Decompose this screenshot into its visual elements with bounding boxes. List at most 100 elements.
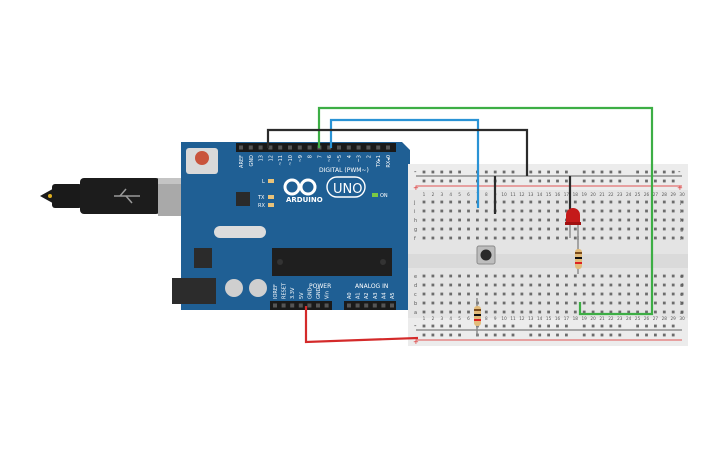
breadboard-hole[interactable]: [529, 236, 533, 240]
breadboard-hole[interactable]: [431, 227, 435, 231]
breadboard-hole[interactable]: [654, 200, 657, 204]
breadboard-hole[interactable]: [591, 274, 595, 278]
rail-hole[interactable]: [440, 333, 444, 337]
breadboard-hole[interactable]: [422, 283, 426, 287]
breadboard-hole[interactable]: [440, 310, 444, 314]
rail-hole[interactable]: [484, 179, 488, 183]
breadboard-hole[interactable]: [636, 310, 639, 314]
breadboard-hole[interactable]: [431, 292, 435, 296]
breadboard-hole[interactable]: [573, 236, 577, 240]
breadboard-hole[interactable]: [476, 218, 479, 222]
breadboard-hole[interactable]: [627, 218, 631, 222]
header-pin[interactable]: [346, 145, 351, 150]
rail-hole[interactable]: [582, 324, 586, 328]
breadboard-hole[interactable]: [671, 200, 675, 204]
breadboard-hole[interactable]: [556, 218, 559, 222]
breadboard-hole[interactable]: [662, 301, 666, 305]
breadboard-hole[interactable]: [458, 236, 461, 240]
header-pin[interactable]: [298, 303, 303, 308]
breadboard-hole[interactable]: [582, 209, 586, 213]
breadboard-hole[interactable]: [484, 200, 488, 204]
rail-hole[interactable]: [591, 179, 595, 183]
breadboard-hole[interactable]: [520, 209, 524, 213]
breadboard-hole[interactable]: [556, 283, 559, 287]
breadboard-hole[interactable]: [467, 200, 470, 204]
breadboard-hole[interactable]: [502, 274, 506, 278]
header-pin[interactable]: [327, 145, 332, 150]
breadboard-hole[interactable]: [636, 218, 639, 222]
rail-hole[interactable]: [547, 324, 550, 328]
breadboard-hole[interactable]: [671, 292, 675, 296]
breadboard-hole[interactable]: [502, 310, 506, 314]
breadboard-hole[interactable]: [654, 292, 657, 296]
header-pin[interactable]: [248, 145, 253, 150]
header-pin[interactable]: [355, 303, 360, 308]
breadboard-hole[interactable]: [449, 236, 453, 240]
rail-hole[interactable]: [422, 179, 426, 183]
breadboard-hole[interactable]: [591, 301, 595, 305]
breadboard-hole[interactable]: [458, 283, 461, 287]
rail-hole[interactable]: [484, 170, 488, 174]
rail-hole[interactable]: [600, 333, 604, 337]
breadboard-hole[interactable]: [654, 310, 657, 314]
breadboard-hole[interactable]: [662, 200, 666, 204]
breadboard-hole[interactable]: [538, 200, 542, 204]
rail-hole[interactable]: [458, 179, 461, 183]
breadboard-hole[interactable]: [529, 227, 533, 231]
breadboard-hole[interactable]: [422, 209, 426, 213]
breadboard-hole[interactable]: [627, 227, 631, 231]
breadboard-hole[interactable]: [529, 283, 533, 287]
rail-hole[interactable]: [618, 170, 622, 174]
breadboard-hole[interactable]: [484, 218, 488, 222]
rail-hole[interactable]: [662, 170, 666, 174]
rail-hole[interactable]: [662, 324, 666, 328]
breadboard-hole[interactable]: [573, 310, 577, 314]
breadboard-hole[interactable]: [582, 292, 586, 296]
rail-hole[interactable]: [529, 170, 533, 174]
breadboard-hole[interactable]: [502, 218, 506, 222]
rail-hole[interactable]: [493, 333, 497, 337]
breadboard-hole[interactable]: [582, 200, 586, 204]
breadboard-hole[interactable]: [467, 292, 470, 296]
breadboard-hole[interactable]: [662, 310, 666, 314]
rail-hole[interactable]: [671, 170, 675, 174]
breadboard-hole[interactable]: [662, 283, 666, 287]
header-pin[interactable]: [366, 145, 371, 150]
breadboard-hole[interactable]: [565, 283, 568, 287]
rail-hole[interactable]: [609, 333, 613, 337]
rail-hole[interactable]: [671, 179, 675, 183]
pushbutton[interactable]: [476, 245, 496, 265]
breadboard-hole[interactable]: [609, 227, 613, 231]
breadboard-hole[interactable]: [591, 218, 595, 222]
breadboard-hole[interactable]: [565, 236, 568, 240]
breadboard-hole[interactable]: [529, 200, 533, 204]
rail-hole[interactable]: [618, 179, 622, 183]
rail-hole[interactable]: [662, 333, 666, 337]
rail-hole[interactable]: [449, 179, 453, 183]
breadboard-hole[interactable]: [600, 310, 604, 314]
rail-hole[interactable]: [440, 324, 444, 328]
breadboard-hole[interactable]: [636, 283, 639, 287]
rail-hole[interactable]: [565, 170, 568, 174]
breadboard-hole[interactable]: [556, 227, 559, 231]
resistor-led[interactable]: [575, 236, 582, 274]
breadboard-hole[interactable]: [440, 283, 444, 287]
breadboard-hole[interactable]: [538, 218, 542, 222]
header-pin[interactable]: [281, 303, 286, 308]
breadboard-hole[interactable]: [636, 301, 639, 305]
breadboard-hole[interactable]: [645, 274, 648, 278]
header-pin[interactable]: [297, 145, 302, 150]
breadboard-hole[interactable]: [440, 292, 444, 296]
breadboard-hole[interactable]: [618, 292, 622, 296]
breadboard-hole[interactable]: [458, 218, 461, 222]
breadboard-hole[interactable]: [547, 236, 550, 240]
breadboard-hole[interactable]: [538, 301, 542, 305]
breadboard-hole[interactable]: [671, 310, 675, 314]
breadboard-hole[interactable]: [565, 310, 568, 314]
breadboard-hole[interactable]: [493, 274, 497, 278]
header-pin[interactable]: [278, 145, 283, 150]
wire-black[interactable]: [266, 128, 529, 176]
rail-hole[interactable]: [556, 179, 559, 183]
breadboard-hole[interactable]: [565, 209, 568, 213]
breadboard-hole[interactable]: [547, 283, 550, 287]
